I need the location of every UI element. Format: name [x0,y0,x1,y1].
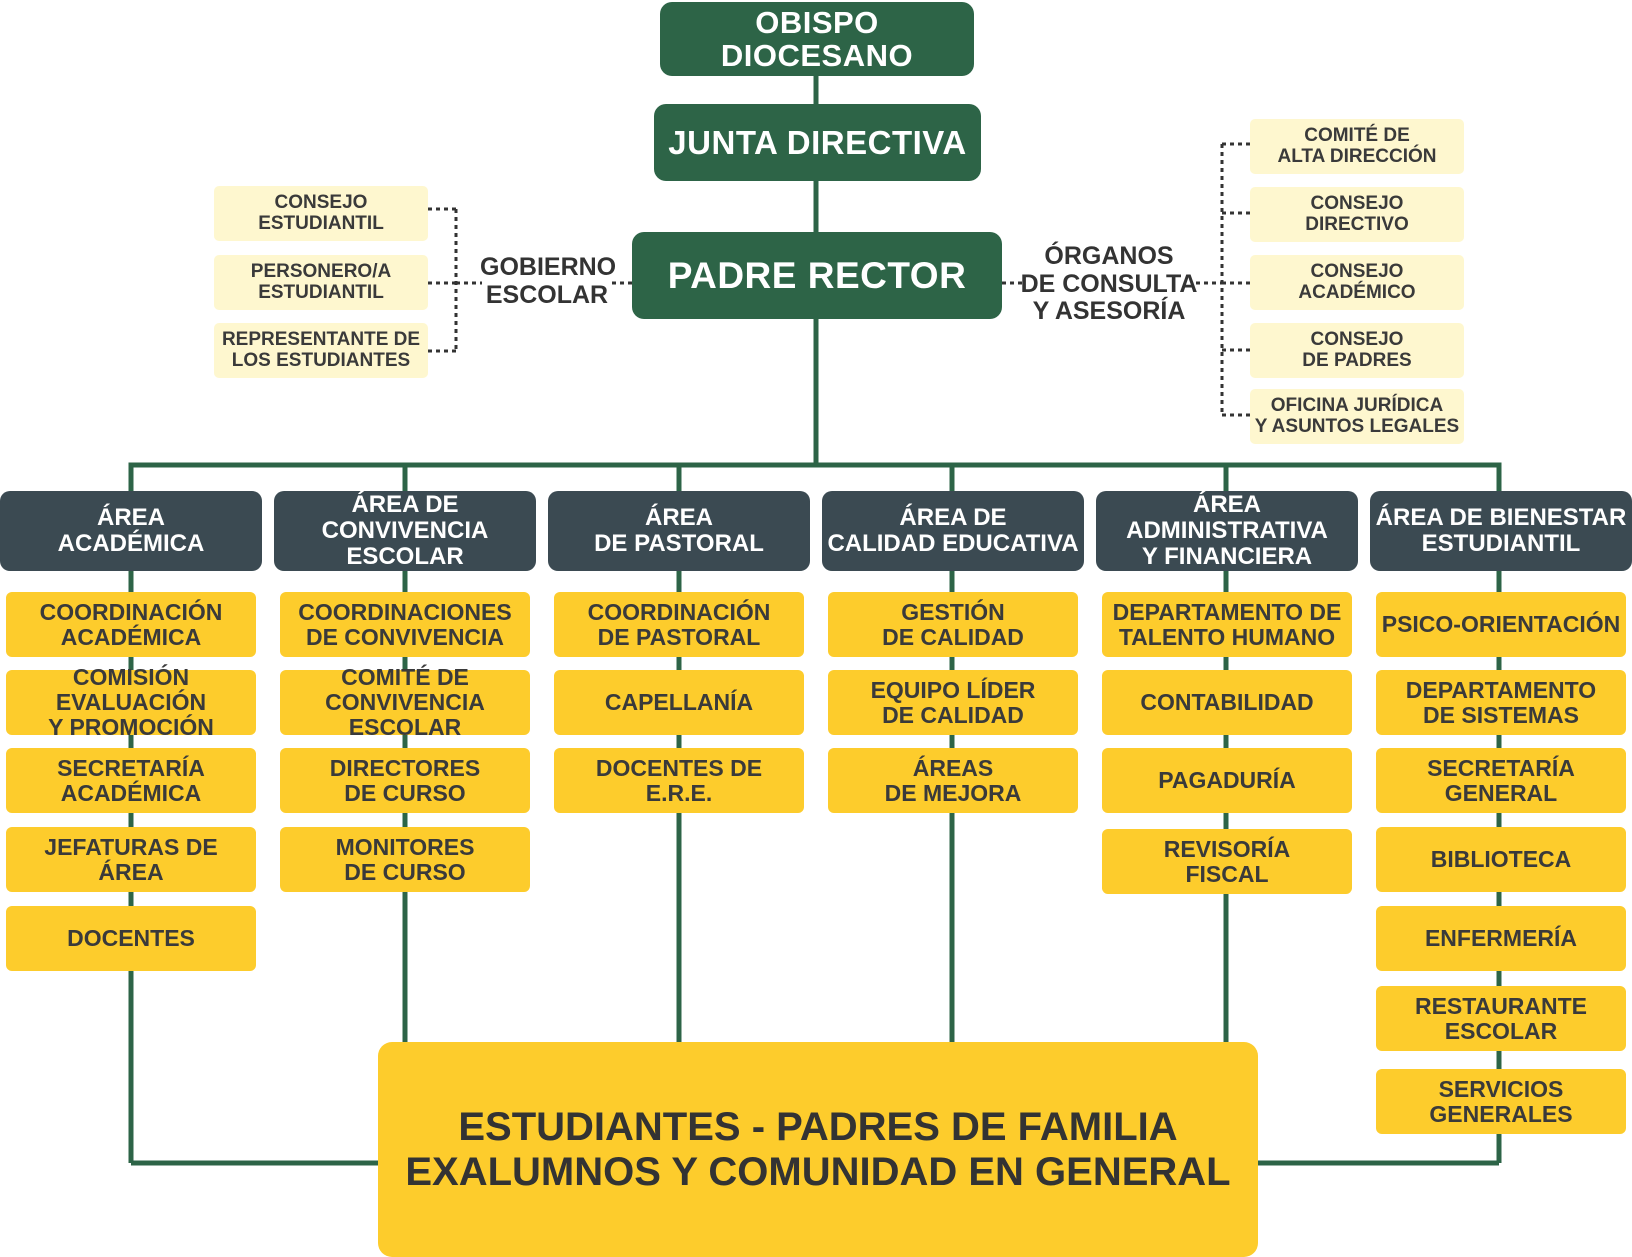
gobierno-item-representante-de-los-estudiantes: REPRESENTANTE DE LOS ESTUDIANTES [214,323,428,378]
unit-coordinaciones-de-convivencia: COORDINACIONES DE CONVIVENCIA [280,592,530,657]
padre-rector-box: PADRE RECTOR [632,232,1002,319]
unit-enfermeria: ENFERMERÍA [1376,906,1626,971]
unit-psico-orientacion: PSICO-ORIENTACIÓN [1376,592,1626,657]
unit-pagaduria: PAGADURÍA [1102,748,1352,813]
unit-restaurante-escolar: RESTAURANTE ESCOLAR [1376,986,1626,1051]
organos-consulta-label: ÓRGANOS DE CONSULTA Y ASESORÍA [1020,242,1198,325]
unit-directores-de-curso: DIRECTORES DE CURSO [280,748,530,813]
unit-secretaria-general: SECRETARÍA GENERAL [1376,748,1626,813]
dotted-connectors [428,142,1250,417]
gobierno-item-personero-a-estudiantil: PERSONERO/A ESTUDIANTIL [214,255,428,310]
obispo-diocesano-box: OBISPO DIOCESANO [660,2,974,76]
area-header-area-academica: ÁREA ACADÉMICA [0,491,262,571]
consulta-item-comite-de-alta-direccion: COMITÉ DE ALTA DIRECCIÓN [1250,119,1464,174]
area-header-area-de-bienestar-estudiantil: ÁREA DE BIENESTAR ESTUDIANTIL [1370,491,1632,571]
unit-capellania: CAPELLANÍA [554,670,804,735]
unit-biblioteca: BIBLIOTECA [1376,827,1626,892]
gobierno-escolar-label: GOBIERNO ESCOLAR [480,253,617,309]
area-header-area-de-convivencia-escolar: ÁREA DE CONVIVENCIA ESCOLAR [274,491,536,571]
unit-servicios-generales: SERVICIOS GENERALES [1376,1069,1626,1134]
unit-comite-de-convivencia-escolar: COMITÉ DE CONVIVENCIA ESCOLAR [280,665,530,739]
unit-departamento-de-sistemas: DEPARTAMENTO DE SISTEMAS [1376,670,1626,735]
unit-coordinacion-de-pastoral: COORDINACIÓN DE PASTORAL [554,592,804,657]
unit-jefaturas-de-area: JEFATURAS DE ÁREA [6,827,256,892]
unit-coordinacion-academica: COORDINACIÓN ACADÉMICA [6,592,256,657]
unit-departamento-de-talento-humano: DEPARTAMENTO DE TALENTO HUMANO [1102,592,1352,657]
unit-monitores-de-curso: MONITORES DE CURSO [280,827,530,892]
unit-contabilidad: CONTABILIDAD [1102,670,1352,735]
unit-docentes: DOCENTES [6,906,256,971]
unit-revisoria-fiscal: REVISORÍA FISCAL [1102,829,1352,894]
unit-equipo-lider-de-calidad: EQUIPO LÍDER DE CALIDAD [828,670,1078,735]
consulta-item-consejo-directivo: CONSEJO DIRECTIVO [1250,187,1464,242]
unit-secretaria-academica: SECRETARÍA ACADÉMICA [6,748,256,813]
unit-comision-evaluacion-y-promocion: COMISIÓN EVALUACIÓN Y PROMOCIÓN [6,665,256,739]
unit-gestion-de-calidad: GESTIÓN DE CALIDAD [828,592,1078,657]
gobierno-item-consejo-estudiantil: CONSEJO ESTUDIANTIL [214,186,428,241]
unit-areas-de-mejora: ÁREAS DE MEJORA [828,748,1078,813]
area-header-area-administrativa-y-financiera: ÁREA ADMINISTRATIVA Y FINANCIERA [1096,491,1358,571]
unit-docentes-de-e-r-e: DOCENTES DE E.R.E. [554,748,804,813]
consulta-item-oficina-juridica-y-asuntos-legales: OFICINA JURÍDICA Y ASUNTOS LEGALES [1250,389,1464,444]
junta-directiva-box: JUNTA DIRECTIVA [654,104,981,181]
area-header-area-de-pastoral: ÁREA DE PASTORAL [548,491,810,571]
community-box: ESTUDIANTES - PADRES DE FAMILIA EXALUMNO… [378,1042,1258,1257]
consulta-item-consejo-de-padres: CONSEJO DE PADRES [1250,323,1464,378]
consulta-item-consejo-academico: CONSEJO ACADÉMICO [1250,255,1464,310]
area-header-area-de-calidad-educativa: ÁREA DE CALIDAD EDUCATIVA [822,491,1084,571]
